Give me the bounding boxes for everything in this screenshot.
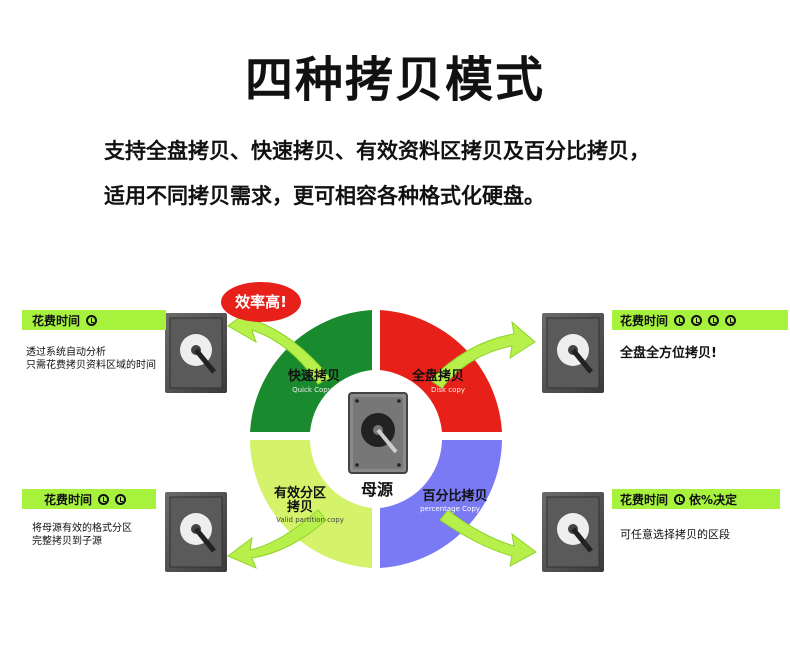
desc-line: 透过系统自动分析 [26,347,106,358]
arrow-bottom-right [439,509,537,567]
panel-top-left-desc: 透过系统自动分析 只需花费拷贝资料区域的时间 [26,346,166,372]
segment-label-quick-en: Quick Copy [292,386,332,394]
efficiency-badge-bg [221,282,301,322]
time-cost-label: 花费时间 [32,313,81,328]
segment-label-valid-cn-1: 有效分区 [274,485,326,501]
segment-label-valid-cn-2: 拷贝 [287,499,313,515]
subtitle-line-2: 适用不同拷贝需求，更可相容各种格式化硬盘。 [104,184,545,208]
panel-bottom-left-desc: 将母源有效的格式分区 完整拷贝到子源 [32,522,172,548]
desc-line: 只需花费拷贝资料区域的时间 [26,360,156,371]
efficiency-badge: 效率高! [235,293,287,311]
segment-percentage-copy [380,440,502,568]
panel-bottom-left-label: 花费时间 [22,489,156,509]
hdd-icon-top-right [542,313,604,393]
arrow-bottom-left [227,509,327,569]
desc-line: 可任意选择拷贝的区段 [620,528,730,541]
percentage-note: 依%决定 [689,492,738,507]
time-cost-label: 花费时间 [620,313,669,328]
subtitle-line-1: 支持全盘拷贝、快速拷贝、有效资料区拷贝及百分比拷贝， [104,139,650,163]
clock-icon [115,493,127,505]
hdd-icon-bottom-left [165,492,227,572]
panel-top-right-label: 花费时间 [612,310,788,330]
time-cost-label: 花费时间 [44,492,93,507]
page-title: 四种拷贝模式 [244,52,545,108]
hdd-icon-top-left [165,313,227,393]
clock-icon [674,493,686,505]
clock-icon [98,493,110,505]
center-label: 母源 [361,480,393,499]
hdd-icon-bottom-right [542,492,604,572]
segment-label-disk-cn: 全盘拷贝 [411,368,464,384]
panel-top-right-desc: 全盘全方位拷贝! [620,347,780,360]
arrow-top-left [227,306,331,385]
panel-top-left-label: 花费时间 [22,310,166,330]
time-cost-label: 花费时间 [620,492,669,507]
segment-valid-partition-copy [250,440,372,568]
panel-bottom-right-desc: 可任意选择拷贝的区段 [620,528,780,541]
segment-label-percentage-en: percentage Copy [420,505,480,513]
arrow-top-right [429,320,536,389]
panel-bottom-right-label: 花费时间 依%决定 [612,489,780,509]
clock-icon [708,314,720,326]
clock-icon [86,314,98,326]
clock-icon [691,314,703,326]
segment-label-disk-en: Disk copy [431,386,465,394]
segment-label-valid-en: Valid partition copy [276,516,344,524]
center-hdd-icon [348,392,408,474]
desc-line: 将母源有效的格式分区 [32,523,132,534]
clock-icon [674,314,686,326]
clock-icon [725,314,737,326]
segment-label-percentage-cn: 百分比拷贝 [422,488,487,504]
desc-line: 完整拷贝到子源 [32,536,102,547]
segment-label-quick-cn: 快速拷贝 [288,368,340,384]
desc-line: 全盘全方位拷贝! [620,346,717,361]
